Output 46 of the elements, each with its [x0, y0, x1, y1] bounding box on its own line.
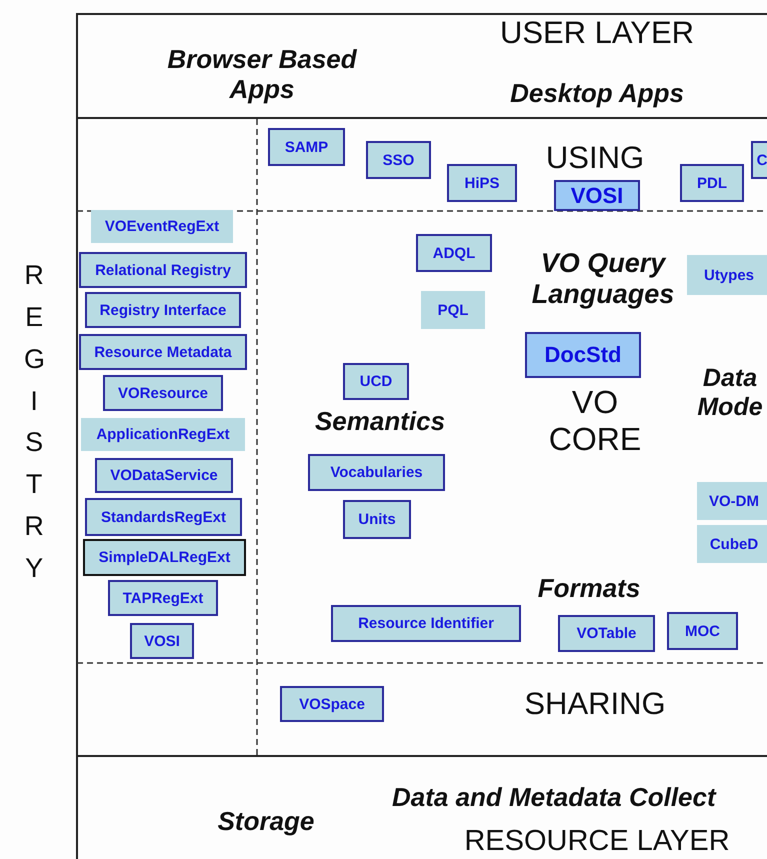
standard-box: ADQL: [416, 234, 492, 272]
standard-box: VOSI: [130, 623, 194, 659]
standard-box: Registry Interface: [85, 292, 241, 328]
standard-box: UCD: [343, 363, 409, 400]
standard-box: Relational Registry: [79, 252, 247, 288]
layer-subheading: Browser Based Apps: [166, 45, 358, 105]
standard-box: VOEventRegExt: [91, 210, 233, 243]
layer-band: [76, 13, 767, 119]
standard-box: PQL: [421, 291, 485, 329]
standard-box: VODataService: [95, 458, 233, 493]
standard-box: C: [751, 141, 767, 179]
registry-heading: REGISTRY: [24, 259, 44, 585]
layer-subheading: Desktop Apps: [510, 79, 684, 109]
standard-box: VOTable: [558, 615, 655, 652]
standard-box: HiPS: [447, 164, 517, 202]
standard-box: Resource Metadata: [79, 334, 247, 370]
standard-box: SAMP: [268, 128, 345, 166]
standard-box: VOSpace: [280, 686, 384, 722]
layer-subheading: Data and Metadata Collect: [392, 783, 716, 813]
standard-box: CubeD: [697, 525, 767, 563]
layer-heading: USER LAYER: [500, 15, 694, 51]
standard-box: Units: [343, 500, 411, 539]
standard-box: StandardsRegExt: [85, 498, 242, 536]
standard-box: Utypes: [687, 255, 767, 295]
standard-box: TAPRegExt: [108, 580, 218, 616]
standard-box: VO-DM: [697, 482, 767, 520]
section-heading: Formats: [538, 574, 640, 604]
section-heading: VO Query Languages: [530, 248, 676, 310]
section-heading: Data Mode: [696, 364, 764, 422]
standard-box: PDL: [680, 164, 744, 202]
standard-box: VOSI: [554, 180, 640, 211]
layer-heading: RESOURCE LAYER: [464, 825, 730, 858]
section-heading: Semantics: [314, 407, 446, 437]
standard-box: SimpleDALRegExt: [83, 539, 246, 576]
standard-box: Resource Identifier: [331, 605, 521, 642]
standard-box: ApplicationRegExt: [81, 418, 245, 451]
standard-box: VOResource: [103, 375, 223, 411]
standard-box: SSO: [366, 141, 431, 179]
area-heading: SHARING: [524, 686, 666, 722]
layer-band: [76, 755, 767, 859]
area-heading: VO CORE: [548, 384, 642, 458]
layer-subheading: Storage: [218, 807, 314, 837]
standard-box: Vocabularies: [308, 454, 445, 491]
area-heading: USING: [546, 140, 644, 176]
standard-box: DocStd: [525, 332, 641, 378]
standard-box: MOC: [667, 612, 738, 650]
